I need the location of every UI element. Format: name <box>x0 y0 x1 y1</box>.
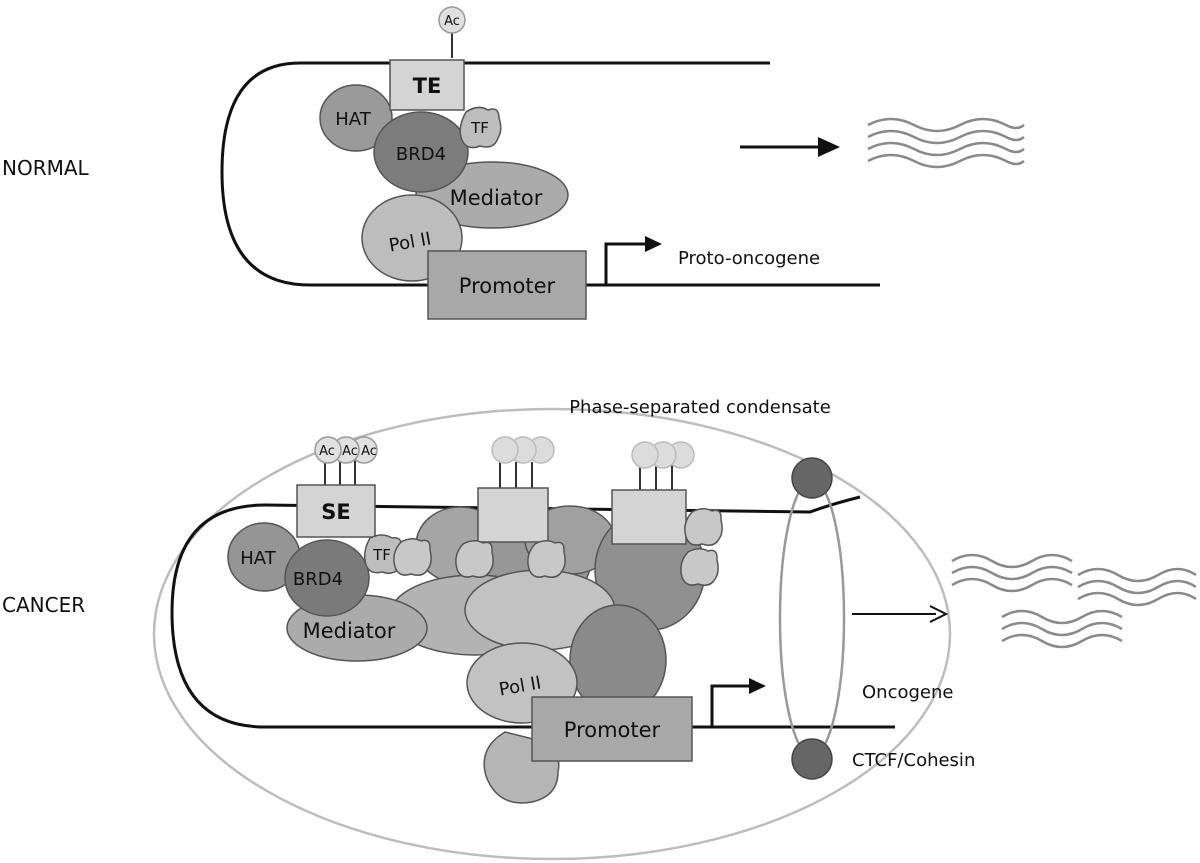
normal-transcription-arrowhead <box>818 137 840 157</box>
normal-gene-label: Proto-oncogene <box>678 248 820 269</box>
normal-acetyl-mark <box>438 6 466 34</box>
cohesin-ring <box>778 478 846 758</box>
se-acetyl-label-1: Ac <box>319 444 335 459</box>
cancer-rna-transcripts <box>951 553 1197 649</box>
cancer-brd4-label: BRD4 <box>293 569 343 590</box>
cancer-tss-arrow <box>710 684 750 726</box>
se-acetyl-label-2: Ac <box>342 444 358 459</box>
cancer-tss-arrowhead <box>749 678 766 694</box>
se-acetyl-label-3: Ac <box>361 444 377 459</box>
cancer-gene-label: Oncogene <box>862 682 953 703</box>
se-acetyl-marks <box>314 436 378 488</box>
cancer-mediator-label: Mediator <box>303 619 396 643</box>
enhancer-box-3 <box>611 489 687 545</box>
normal-te-box <box>389 59 465 111</box>
normal-mediator-label: Mediator <box>450 186 543 210</box>
enhancer-acetyl-marks <box>491 436 695 492</box>
cancer-tf-label: TF <box>372 546 391 564</box>
normal-brd4-label: BRD4 <box>396 144 446 165</box>
normal-hat-label: HAT <box>335 109 371 130</box>
se-label: SE <box>321 500 350 524</box>
normal-tss-arrowhead <box>645 236 662 252</box>
cofactor-shapes <box>393 508 723 586</box>
cancer-row-label: CANCER <box>2 593 85 617</box>
se-box <box>296 484 376 538</box>
normal-row-label: NORMAL <box>2 156 90 180</box>
phase-separated-condensate <box>152 407 952 861</box>
cancer-hat-label: HAT <box>240 548 276 569</box>
normal-tf <box>459 106 502 149</box>
normal-tf-label: TF <box>470 119 489 137</box>
normal-brd4 <box>373 111 469 193</box>
cancer-brd4 <box>284 539 370 617</box>
normal-acetyl-label: Ac <box>444 14 460 29</box>
cancer-promoter <box>531 696 693 762</box>
ctcf-anchor-bottom <box>791 738 833 780</box>
normal-promoter-label: Promoter <box>459 274 556 298</box>
condensate-label: Phase-separated condensate <box>569 397 831 418</box>
normal-promoter <box>427 250 587 320</box>
cancer-dna-loop <box>170 495 895 729</box>
enhancer-box-2 <box>477 487 549 543</box>
normal-tss-arrow <box>604 242 648 284</box>
ctcf-cohesin-label: CTCF/Cohesin <box>852 750 975 771</box>
ctcf-anchor-top <box>791 457 833 499</box>
cancer-promoter-label: Promoter <box>564 718 661 742</box>
normal-te-label: TE <box>413 74 442 98</box>
normal-rna-transcripts <box>867 117 1025 169</box>
normal-dna-loop <box>220 61 880 287</box>
normal-hat <box>319 84 393 152</box>
cancer-transcription-arrowhead <box>929 605 949 623</box>
